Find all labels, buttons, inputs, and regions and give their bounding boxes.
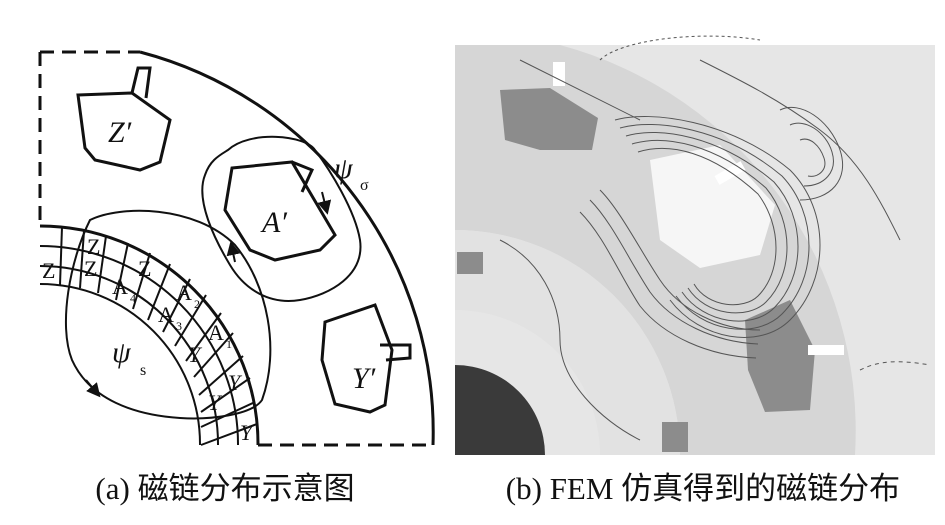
winding-label-a3: A [158,302,174,327]
slot-z-prime [76,91,172,172]
panel-a-labels: Z′ A′ Y′ ψ σ ψ s Z Z Z Z A 4 A 2 A 3 A 1… [42,116,376,445]
main-flux-loop [64,209,272,420]
leakage-flux-subscript: σ [360,177,369,194]
slot-label-a-prime: A′ [260,206,287,239]
winding-label-z: Z [84,256,97,281]
caption-panel-b: (b) FEM 仿真得到的磁链分布 [505,471,901,506]
fem-airgap-band [455,230,680,455]
fem-slot-marker [662,422,688,452]
main-flux-arrow [85,379,101,398]
panel-a-schematic [38,50,435,447]
winding-label-a3-sub: 3 [176,319,182,333]
winding-label-a4: A [112,274,128,299]
leakage-flux-loop [201,135,362,302]
winding-label-y: Y [188,342,203,367]
winding-dividers [59,226,258,446]
leakage-arrow-top [317,191,332,215]
winding-ring-2 [39,265,220,446]
winding-label-y: Y [208,390,223,415]
winding-label-a2: A [176,280,192,305]
winding-label-a1: A [208,320,224,345]
fem-rotor-core [455,365,545,455]
slot-y-prime-opening [380,343,412,362]
stator-outer-arc [139,50,435,446]
winding-label-y: Y [240,420,255,445]
fem-slot-gap [553,62,565,86]
stator-inner-arc [39,224,260,446]
fem-slot-middle [650,145,775,268]
fem-flux-contours [499,35,931,441]
slot-label-z-prime: Z′ [108,116,132,149]
caption-panel-a: (a) 磁链分布示意图 [95,471,355,506]
slot-label-y-prime: Y′ [352,362,376,395]
main-flux-symbol: ψ [112,336,132,369]
fem-slot-marker [457,252,483,274]
winding-ring-1 [39,245,240,446]
panel-b-fem [455,35,935,455]
winding-label-a2-sub: 2 [194,297,200,311]
slot-a-prime [223,160,337,262]
winding-label-z: Z [87,234,100,259]
leakage-arrow-mid [226,241,241,263]
slot-y-prime [320,303,394,414]
leakage-flux-symbol: ψ [334,152,354,185]
fem-slot-lower [745,300,815,412]
winding-label-a4-sub: 4 [130,291,136,305]
fem-slot-gap [808,345,844,355]
slot-a-prime-opening [291,160,315,193]
winding-label-z: Z [42,258,55,283]
winding-label-y: Y [228,370,243,395]
winding-ring-3 [39,283,202,446]
slot-z-prime-opening [130,66,152,99]
main-flux-subscript: s [140,362,146,379]
winding-label-a1-sub: 1 [226,337,232,351]
winding-label-z: Z [138,256,151,281]
fem-slot-upper [500,88,598,150]
